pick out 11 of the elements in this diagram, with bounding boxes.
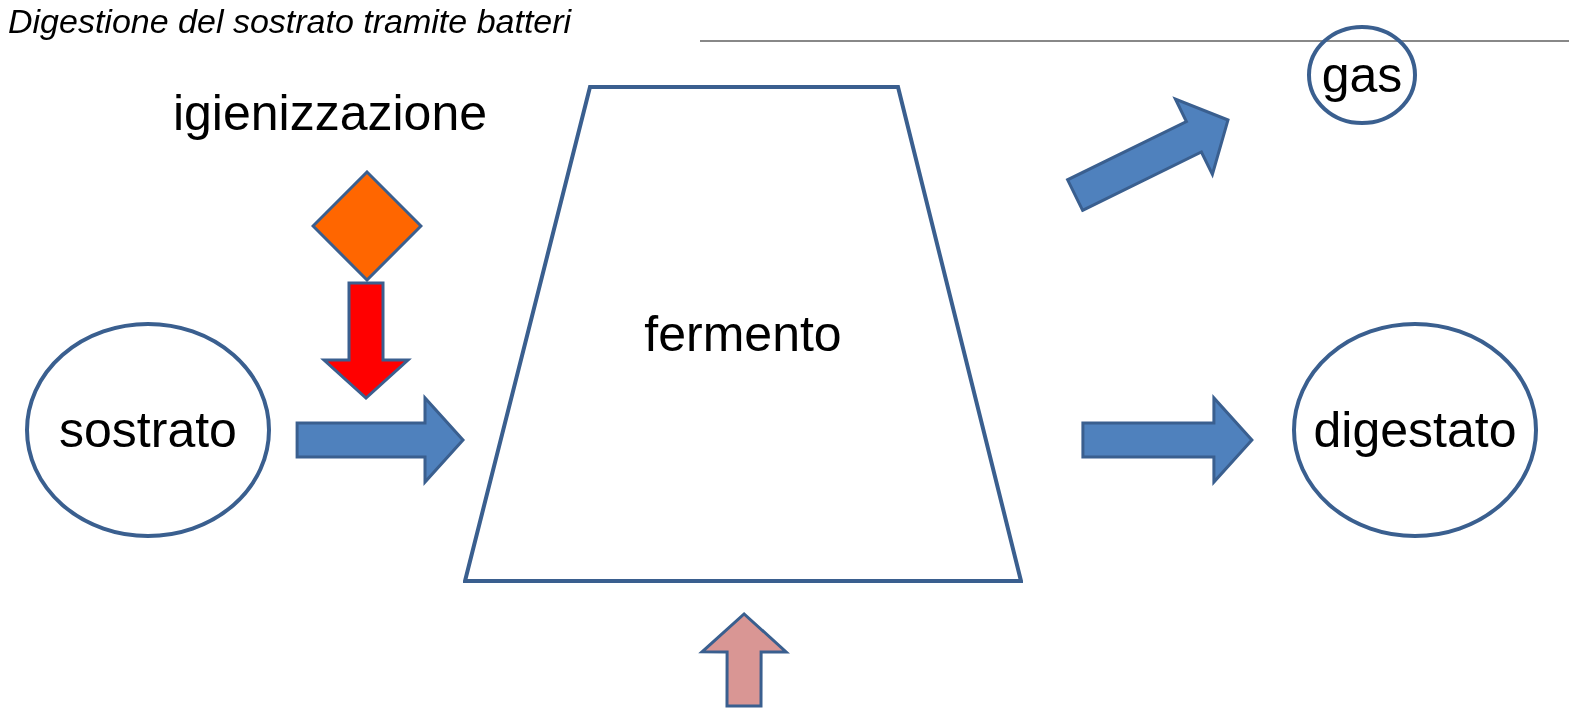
block-arrow — [1081, 394, 1254, 486]
node-label: digestato — [1313, 405, 1517, 455]
node-label: fermento — [644, 309, 842, 359]
node-label: sostrato — [59, 405, 237, 455]
block-arrow — [1065, 96, 1230, 213]
block-arrow — [320, 281, 412, 401]
node-label: gas — [1321, 50, 1403, 100]
block-arrow — [698, 611, 790, 708]
node-label: igienizzazione — [172, 88, 488, 138]
block-arrow — [295, 394, 466, 486]
title: Digestione del sostrato tramite batteri — [8, 1, 572, 42]
